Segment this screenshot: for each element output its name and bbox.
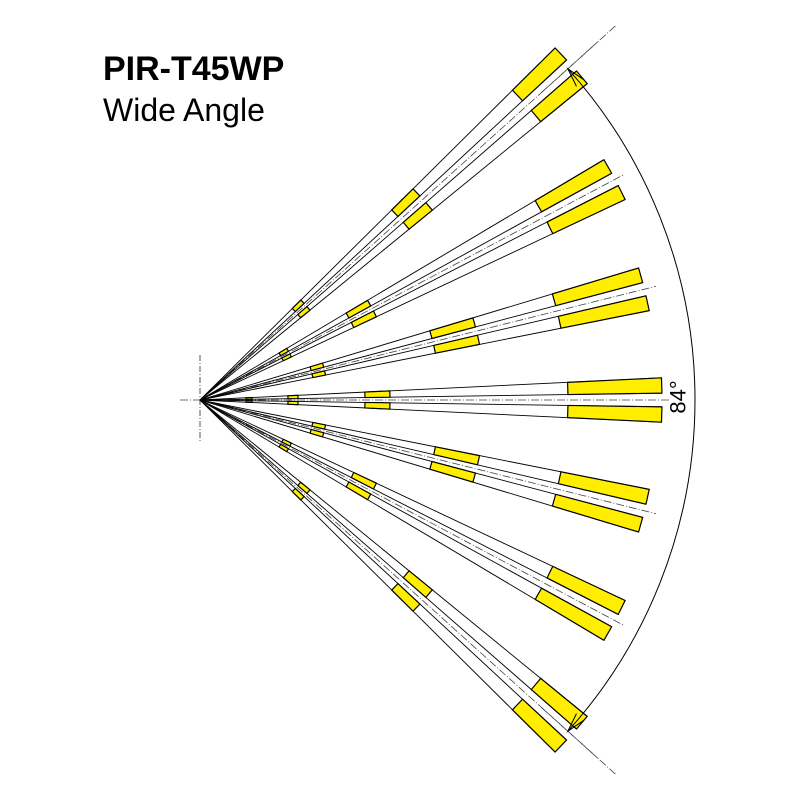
- arc-arrowhead: [566, 713, 585, 733]
- detection-zone: [534, 587, 613, 642]
- detection-zone: [551, 267, 644, 307]
- detection-zone: [546, 184, 626, 235]
- detection-zone: [281, 438, 293, 447]
- detection-zone: [390, 187, 421, 218]
- detection-zone: [311, 370, 327, 379]
- detection-zone: [546, 565, 626, 616]
- detection-zone: [278, 443, 290, 453]
- detection-zone: [287, 394, 299, 400]
- detection-zone: [432, 446, 481, 466]
- detection-zone: [530, 70, 589, 123]
- detection-zone: [278, 347, 290, 357]
- detection-zone: [566, 404, 663, 423]
- beam-edge-line: [199, 83, 588, 401]
- detection-zone: [390, 582, 421, 613]
- beam-centerline: [199, 399, 598, 759]
- extension-line: [541, 24, 617, 93]
- detection-zone: [566, 377, 663, 396]
- detection-zone: [297, 305, 311, 319]
- detection-zone: [350, 310, 378, 329]
- detection-zone: [291, 487, 305, 501]
- detection-zone: [350, 471, 378, 490]
- model-title: PIR-T45WP: [103, 50, 285, 88]
- detection-zone: [511, 47, 568, 102]
- beam-edge-line: [199, 59, 567, 401]
- beam-centerline: [199, 41, 598, 401]
- beam-centerline: [199, 399, 625, 626]
- detection-zone: [402, 201, 434, 231]
- beam-edge-line: [199, 399, 577, 730]
- detection-zone: [432, 334, 481, 354]
- detection-zone: [297, 481, 311, 495]
- detection-zone: [364, 401, 391, 410]
- beam-edge-line: [199, 399, 556, 753]
- detection-zone: [557, 295, 650, 329]
- detection-zone: [364, 390, 391, 399]
- detection-zone: [309, 428, 325, 438]
- detection-zone: [429, 460, 477, 483]
- coverage-angle-label: 84°: [665, 380, 691, 414]
- detection-zone: [291, 299, 305, 313]
- detection-zone: [402, 569, 434, 599]
- detection-zone: [557, 471, 650, 505]
- beam-edge-line: [199, 399, 588, 717]
- coverage-arc: [567, 68, 696, 732]
- detection-zone: [534, 158, 613, 213]
- detection-zone: [345, 299, 372, 319]
- detection-zone: [551, 493, 644, 533]
- detection-zone: [281, 353, 293, 362]
- detection-zone: [429, 317, 477, 340]
- detection-zone: [309, 362, 325, 372]
- detection-zone: [530, 677, 589, 730]
- beam-centerline: [199, 399, 657, 515]
- detection-zone: [245, 400, 253, 404]
- beam-edge-line: [199, 47, 556, 401]
- extension-line: [541, 707, 617, 776]
- detection-zone: [345, 481, 372, 501]
- detection-zone: [511, 698, 568, 753]
- detection-zone: [245, 396, 253, 400]
- detection-zone: [287, 400, 299, 406]
- beam-centerline: [199, 285, 657, 401]
- beam-centerline: [199, 174, 625, 401]
- lens-type-subtitle: Wide Angle: [103, 92, 265, 128]
- detection-zone: [311, 421, 327, 430]
- beam-edge-line: [199, 399, 567, 741]
- arc-arrowhead: [566, 67, 585, 87]
- beam-edge-line: [199, 70, 577, 401]
